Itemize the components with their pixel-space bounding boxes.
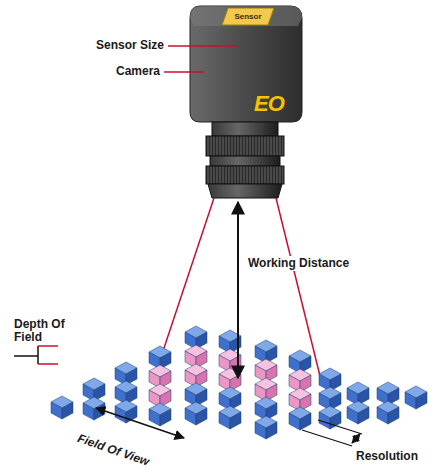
leader-line [168, 45, 238, 47]
cube [289, 407, 311, 430]
depth-of-field-label: Depth Of Field [14, 318, 66, 344]
cube [83, 397, 105, 420]
working-distance-label: Working Distance [246, 256, 351, 271]
cube [347, 401, 369, 424]
fov-ray [156, 198, 214, 372]
cube [219, 406, 241, 429]
sensor-size-label: Sensor Size [96, 39, 168, 52]
cube [115, 400, 137, 423]
working-distance-arrow [237, 202, 239, 378]
cube [319, 406, 341, 429]
camera-body [190, 6, 302, 122]
cube [377, 401, 399, 424]
field-of-view-arrow [96, 408, 184, 438]
resolution-marker [302, 420, 362, 446]
sensor-text: Sensor [234, 12, 261, 21]
fov-ray [276, 198, 320, 376]
depth-of-field-bracket [14, 346, 58, 364]
lens [206, 122, 284, 198]
leader-line [164, 71, 204, 73]
cube [255, 416, 277, 439]
cube [149, 403, 171, 426]
logo: EO [254, 92, 298, 116]
resolution-label: Resolution [356, 450, 436, 463]
field-of-view-label: Field Of View [76, 432, 184, 470]
camera-label: Camera [116, 65, 164, 78]
cube [51, 396, 73, 419]
sensor-plate: Sensor [222, 8, 274, 25]
cube [185, 402, 207, 425]
cube [405, 386, 427, 409]
